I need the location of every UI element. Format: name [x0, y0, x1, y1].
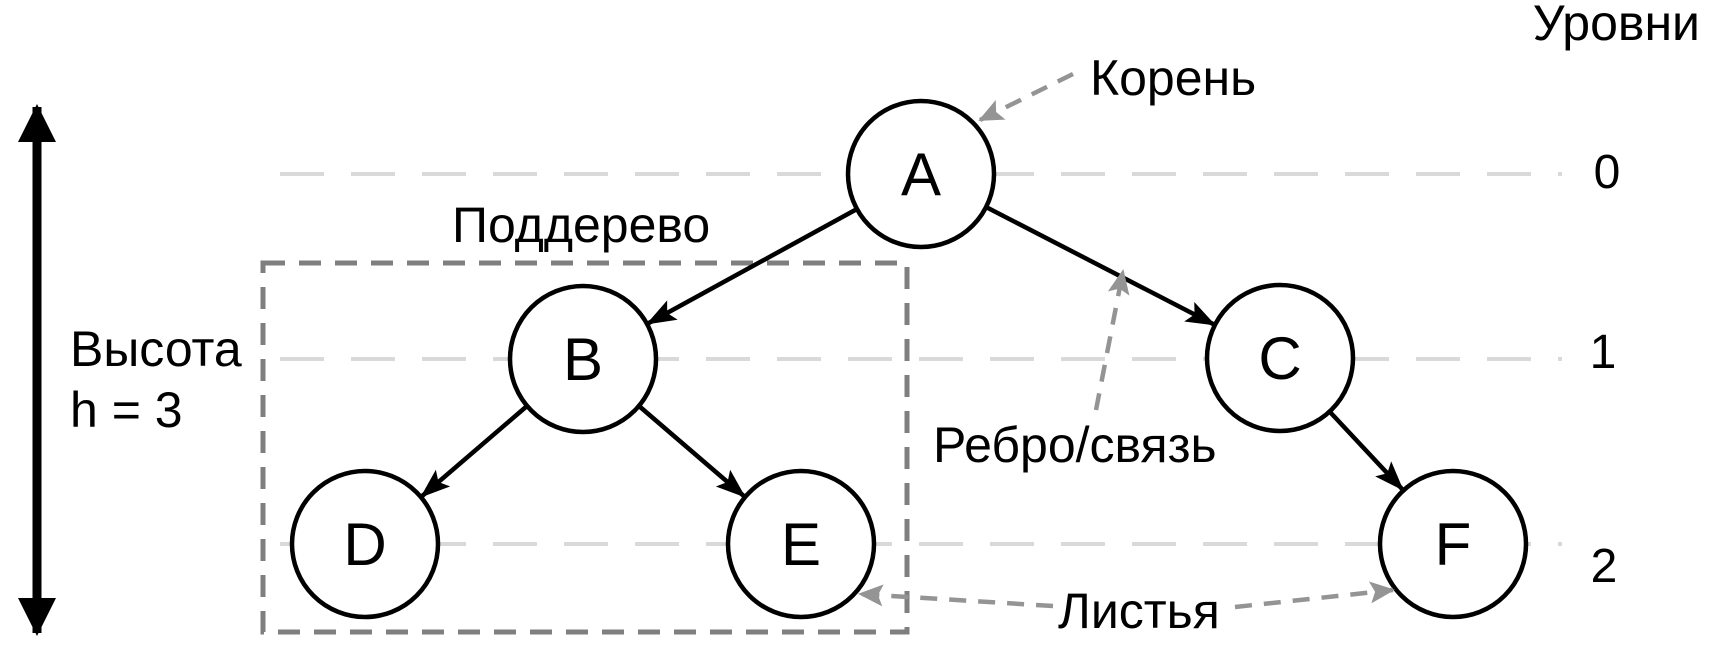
node-d-circle — [289, 468, 441, 620]
edge-pointer-arrow-icon — [1093, 269, 1130, 411]
node-f-circle — [1377, 468, 1529, 620]
node-a-label: A — [901, 141, 941, 208]
node-d-label: D — [343, 511, 386, 578]
root-label: Корень — [1090, 50, 1256, 106]
tree-edges — [419, 204, 1405, 499]
edge-c-f — [1328, 410, 1405, 492]
node-f-label: F — [1435, 511, 1472, 578]
node-e-label: E — [781, 511, 821, 578]
level-2-label: 2 — [1591, 540, 1618, 593]
level-0-label: 0 — [1594, 146, 1621, 199]
edge-label: Ребро/связь — [933, 417, 1217, 473]
annotation-labels: Уровни 0 1 2 Корень Поддерево Ребро/связ… — [70, 0, 1700, 639]
edge-a-c — [984, 204, 1217, 328]
edge-a-b — [645, 207, 859, 326]
height-label-line1: Высота — [70, 321, 242, 377]
subtree-box — [260, 260, 910, 635]
subtree-label: Поддерево — [452, 197, 710, 253]
level-1-label: 1 — [1590, 326, 1617, 379]
edge-b-d — [419, 404, 529, 499]
node-b-circle — [507, 283, 659, 435]
node-a-circle — [845, 98, 997, 250]
leaves-label: Листья — [1058, 583, 1220, 639]
root-pointer-arrow-icon — [978, 71, 1074, 123]
height-label-line2: h = 3 — [70, 382, 183, 438]
levels-title: Уровни — [1533, 0, 1700, 51]
tree-nodes — [289, 98, 1529, 620]
node-c-label: C — [1258, 325, 1301, 392]
annotation-arrows — [858, 71, 1395, 610]
tree-node-labels: A B C D E F — [343, 141, 1471, 578]
node-b-label: B — [563, 326, 603, 393]
edge-b-e — [637, 404, 747, 499]
leaves-pointer-arrow-right-icon — [1234, 581, 1395, 610]
node-e-circle — [725, 468, 877, 620]
leaves-pointer-arrow-left-icon — [858, 584, 1054, 609]
node-c-circle — [1204, 282, 1356, 434]
